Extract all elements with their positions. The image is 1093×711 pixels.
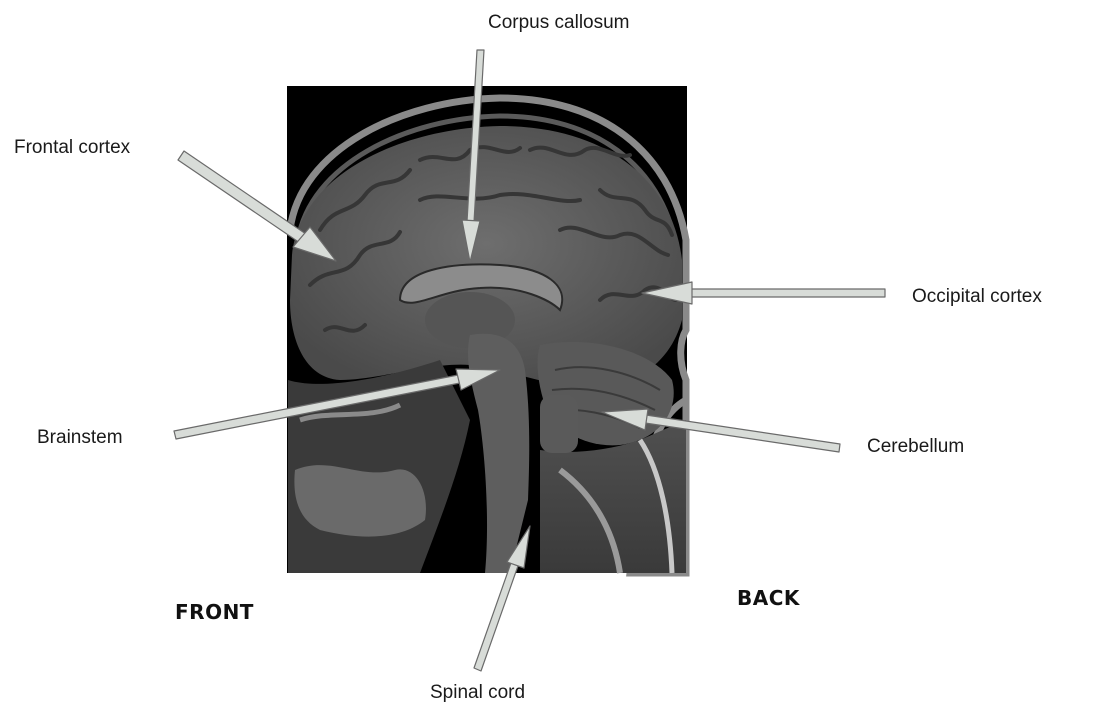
label-brainstem: Brainstem [37,427,123,449]
label-back: BACK [737,586,800,610]
arrow-occipital-cortex [642,282,885,304]
label-corpus-callosum: Corpus callosum [488,12,630,34]
label-spinal-cord: Spinal cord [430,682,525,704]
label-occipital-cortex: Occipital cortex [912,286,1042,308]
label-frontal-cortex: Frontal cortex [14,137,130,159]
label-cerebellum: Cerebellum [867,436,964,458]
mri-scan [287,86,687,573]
label-front: FRONT [175,600,254,624]
